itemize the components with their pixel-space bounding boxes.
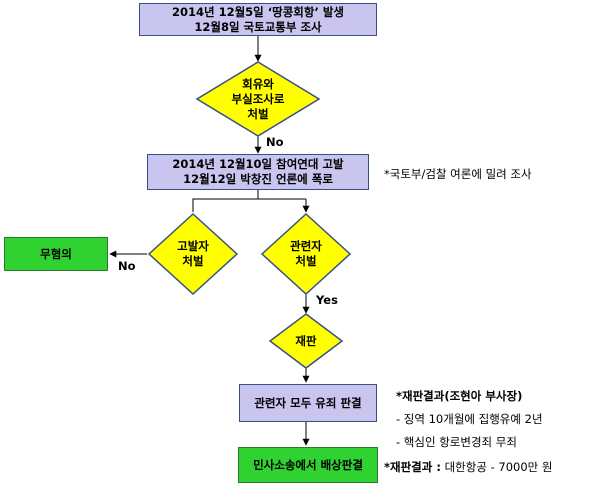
diamond-cover-up-shape [195, 61, 321, 137]
diamond-related-shape [260, 212, 352, 296]
diamond-accuser-shape [147, 212, 239, 296]
diamond-related: 관련자 처벌 [276, 238, 336, 270]
verdict-label: 관련자 모두 유죄 판결 [254, 395, 362, 410]
note-civil-result: *재판결과 : 대한항공 - 7000만 원 [384, 459, 552, 475]
start-event-box: 2014년 12월5일 ‘땅콩회항’ 발생 12월8일 국토교통부 조사 [139, 3, 377, 36]
note-trial-result-title: *재판결과(조현아 부사장) [396, 389, 523, 403]
diamond-accuser-line-1: 고발자 [177, 239, 209, 253]
start-event-line-1: 2014년 12월5일 ‘땅콩회항’ 발생 [172, 4, 344, 19]
note-trial-result-item-2: - 핵심인 항로변경죄 무죄 [396, 435, 517, 449]
diamond-cover-up-line-3: 처벌 [247, 106, 269, 121]
connector-lines [109, 36, 310, 446]
diamond-cover-up: 회유와 부실조사로 처벌 [208, 70, 308, 128]
report-event-line-2: 12월12일 박창진 언론에 폭로 [183, 172, 333, 186]
note-pressure: *국토부/검찰 여론에 밀려 조사 [384, 167, 532, 181]
diamond-trial-line-1: 재판 [295, 333, 317, 348]
note-civil-result-detail: 대한항공 - 7000만 원 [440, 460, 553, 474]
no-charge-box: 무혐의 [4, 237, 108, 271]
edge-label-yes-related: Yes [316, 293, 338, 307]
edge-label-no-accuser: No [118, 259, 136, 273]
report-event-box: 2014년 12월10일 참여연대 고발 12월12일 박창진 언론에 폭로 [147, 154, 369, 190]
diamond-related-line-1: 관련자 [290, 239, 322, 253]
diamond-shapes [147, 61, 352, 369]
start-event-line-2: 12월8일 국토교통부 조사 [194, 19, 322, 34]
verdict-box: 관련자 모두 유죄 판결 [239, 384, 377, 422]
diamond-cover-up-line-2: 부실조사로 [231, 91, 285, 106]
diamond-accuser: 고발자 처벌 [163, 238, 223, 270]
diamond-trial-shape [268, 313, 344, 369]
diamond-trial: 재판 [281, 332, 331, 350]
civil-suit-box: 민사소송에서 배상판결 [238, 447, 378, 483]
civil-suit-label: 민사소송에서 배상판결 [253, 457, 363, 472]
edge-label-no-cover-up: No [266, 135, 284, 149]
note-trial-result: *재판결과(조현아 부사장) - 징역 10개월에 집행유예 2년 - 핵심인 … [396, 388, 596, 458]
diamond-cover-up-line-1: 회유와 [242, 76, 274, 91]
no-charge-label: 무혐의 [40, 246, 72, 261]
note-civil-result-prefix: *재판결과 : [384, 460, 441, 474]
connector-report-split [192, 190, 259, 212]
diamond-related-line-2: 처벌 [295, 254, 317, 268]
diamond-accuser-line-2: 처벌 [182, 254, 204, 268]
report-event-line-1: 2014년 12월10일 참여연대 고발 [172, 157, 344, 171]
note-trial-result-item-1: - 징역 10개월에 집행유예 2년 [396, 412, 543, 426]
